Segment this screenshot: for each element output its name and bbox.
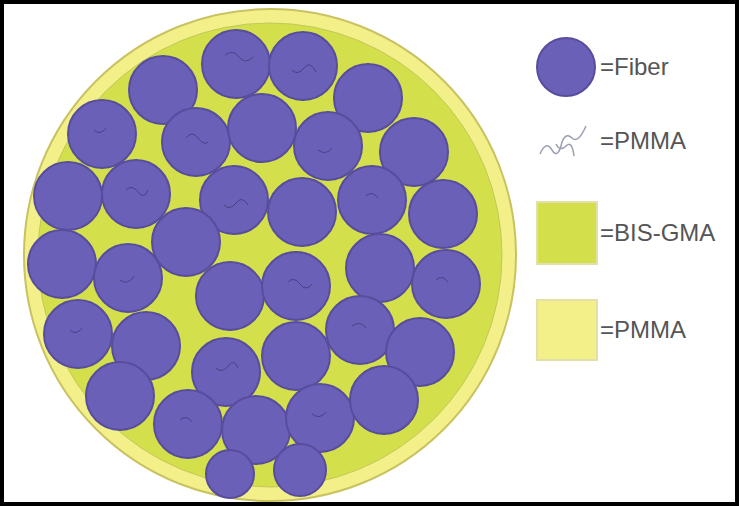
legend-text: =PMMA bbox=[600, 127, 686, 155]
fiber-swatch bbox=[536, 37, 596, 97]
legend-row: =BIS-GMA bbox=[530, 198, 735, 268]
legend-text: =Fiber bbox=[600, 53, 669, 81]
legend-row: =PMMA bbox=[530, 295, 735, 365]
color-swatch bbox=[536, 299, 598, 361]
squiggle-sample bbox=[536, 114, 590, 168]
legend-text: =BIS-GMA bbox=[600, 219, 715, 247]
legend-row: =Fiber bbox=[530, 32, 735, 102]
legend-text: =PMMA bbox=[600, 316, 686, 344]
legend-row: =PMMA bbox=[530, 106, 735, 176]
color-swatch bbox=[536, 201, 598, 265]
